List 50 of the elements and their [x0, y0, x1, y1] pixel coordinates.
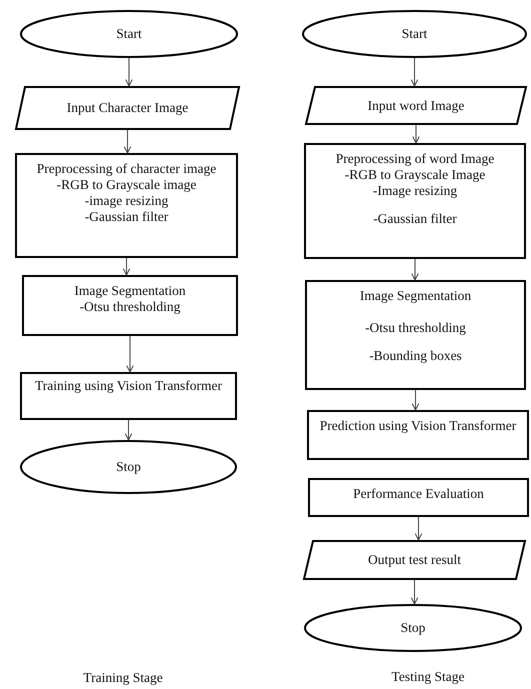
step-text: -image resizing [84, 193, 168, 209]
step-text: Prediction using Vision Transformer [320, 418, 516, 434]
step-text: -Otsu thresholding [365, 320, 466, 336]
stage-caption: Testing Stage [392, 669, 464, 685]
arrow [124, 420, 132, 440]
step-text: Input word Image [368, 98, 464, 114]
arrow [122, 258, 130, 276]
step-text: Preprocessing of character image [36, 161, 216, 177]
step-text: -Otsu thresholding [80, 299, 180, 315]
step-text: Start [402, 26, 428, 42]
step-text: -Gaussian filter [84, 209, 168, 225]
terminal-ellipse [20, 440, 237, 494]
process-box [307, 410, 529, 460]
input-output-parallelogram [15, 86, 240, 130]
input-output-parallelogram [303, 540, 526, 580]
process-box [308, 478, 529, 517]
step-text: Image Segmentation [74, 283, 186, 299]
terminal-ellipse [302, 10, 527, 58]
process-box [20, 372, 237, 420]
arrow [412, 390, 420, 410]
step-text: Stop [400, 620, 426, 636]
step-text: Training using Vision Transformer [34, 378, 222, 394]
step-text: -Gaussian filter [373, 211, 457, 227]
input-output-parallelogram [305, 86, 527, 125]
process-box [15, 153, 238, 258]
arrow [125, 58, 133, 86]
process-box [305, 280, 526, 390]
step-text: Preprocessing of word Image [336, 151, 494, 167]
terminal-ellipse [304, 604, 522, 652]
step-text: Performance Evaluation [353, 486, 484, 502]
step-text: -RGB to Grayscale image [56, 177, 196, 193]
step-text: -Image resizing [372, 183, 458, 199]
process-box [22, 275, 238, 336]
step-text: Stop [116, 459, 141, 475]
arrow [414, 516, 422, 540]
step-text: Start [116, 26, 142, 42]
step-text: Output test result [368, 552, 461, 568]
process-box [304, 143, 526, 259]
step-text: Input Character Image [66, 100, 188, 116]
terminal-ellipse [20, 10, 238, 58]
step-text: -RGB to Grayscale Image [344, 167, 486, 183]
arrow [124, 130, 132, 154]
stage-caption: Training Stage [83, 670, 163, 686]
step-text: -Bounding boxes [369, 348, 462, 364]
arrow [410, 58, 418, 86]
arrow [411, 258, 419, 280]
arrow [410, 580, 418, 604]
arrow [412, 124, 420, 144]
arrow [126, 336, 134, 372]
step-text: Image Segmentation [360, 288, 472, 304]
